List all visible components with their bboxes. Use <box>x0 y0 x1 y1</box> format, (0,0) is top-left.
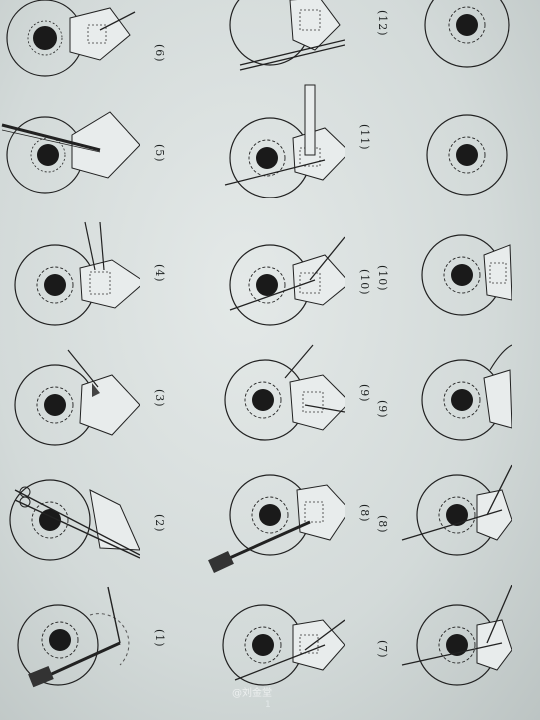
panel-label: (12) <box>376 10 389 37</box>
figure-panel-right-3: (10) <box>372 215 540 333</box>
figure-panel-10: (10) <box>205 225 375 343</box>
figure-panel-right-6: (7) <box>372 585 540 703</box>
figure-panel-right-5: (8) <box>372 460 540 578</box>
eye-illustration <box>9 479 140 561</box>
figure-panel-8: (8) <box>205 460 375 578</box>
eye-illustration <box>224 84 345 198</box>
eye-illustration <box>14 221 140 326</box>
figure-panel-4: (4) <box>0 220 170 338</box>
watermark-text: @刘金堂 <box>232 688 272 699</box>
eye-illustration <box>17 586 130 688</box>
eye-illustration <box>222 604 345 686</box>
figure-panel-right-4: (9) <box>372 340 540 458</box>
eye-illustration <box>1 111 140 194</box>
eye-illustration <box>224 344 345 441</box>
panel-label: (9) <box>358 384 371 403</box>
panel-label: (10) <box>358 269 371 296</box>
figure-panel-3: (3) <box>0 345 170 463</box>
eye-illustration <box>208 474 345 573</box>
figure-panel-12: (12) <box>372 0 540 98</box>
panel-label: (9) <box>376 400 389 419</box>
panel-label: (5) <box>153 144 166 163</box>
eye-illustration <box>229 236 345 326</box>
panel-label: (11) <box>358 124 371 151</box>
figure-panel-2: (2) <box>0 470 170 588</box>
watermark-sub: 1 <box>265 700 271 710</box>
panel-label: (8) <box>358 504 371 523</box>
panel-label: (8) <box>376 515 389 534</box>
figure-panel-top-middle <box>205 0 375 88</box>
eye-illustration <box>6 0 136 77</box>
panel-label: (3) <box>153 389 166 408</box>
eye-illustration <box>424 0 510 68</box>
eye-illustration <box>421 234 512 316</box>
figure-panel-6: (6) <box>0 0 170 118</box>
eye-illustration <box>14 349 140 446</box>
eye-illustration <box>426 114 508 196</box>
figure-panel-9: (9) <box>205 340 375 458</box>
figure-panel-5: (5) <box>0 100 170 218</box>
eye-illustration <box>229 0 345 71</box>
figure-panel-7-middle <box>205 590 375 708</box>
panel-label: (7) <box>376 640 389 659</box>
panel-label: (4) <box>153 264 166 283</box>
eye-illustration <box>401 464 512 556</box>
eye-illustration <box>421 344 512 441</box>
figure-panel-right-2 <box>372 100 540 218</box>
panel-label: (10) <box>376 265 389 292</box>
figure-panel-1: (1) <box>0 585 170 703</box>
panel-label: (1) <box>153 629 166 648</box>
figure-panel-11: (11) <box>205 80 375 198</box>
eye-illustration <box>401 585 512 686</box>
panel-label: (2) <box>153 514 166 533</box>
panel-label: (6) <box>153 44 166 63</box>
